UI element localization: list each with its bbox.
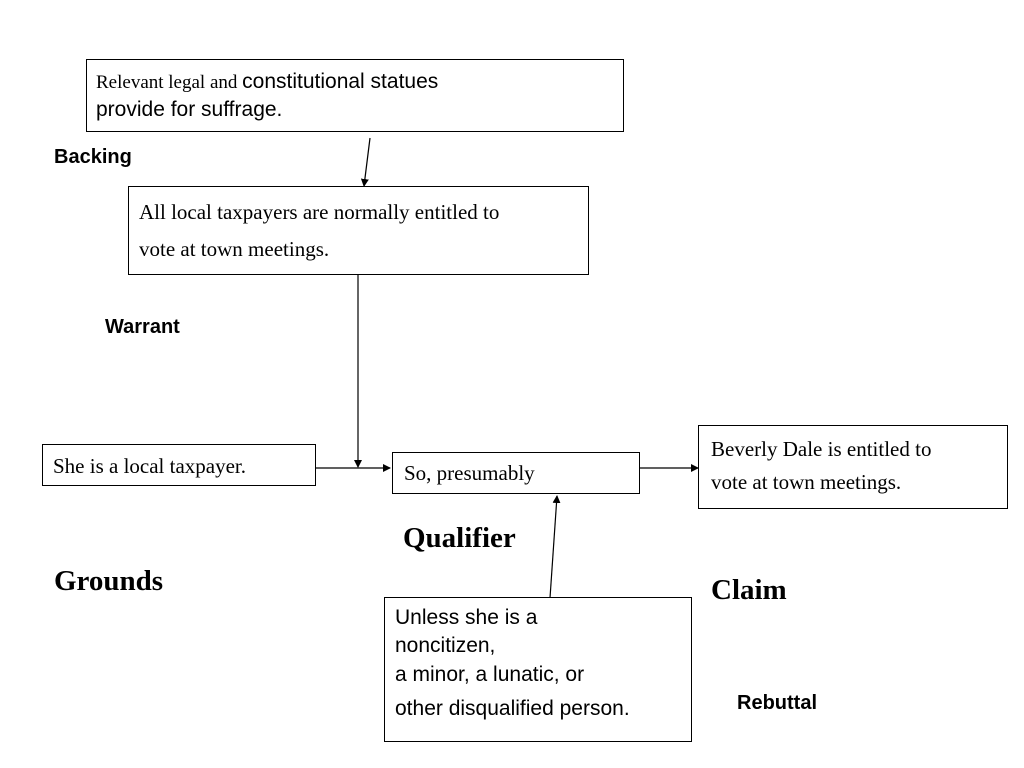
qualifier-label: Qualifier [403,522,516,554]
rebuttal-text-line4: other disqualified person. [395,697,630,720]
grounds-text: She is a local taxpayer. [53,454,247,478]
qualifier-text: So, presumably [404,461,535,485]
backing-text-sans: constitutional statues [242,70,439,93]
warrant-label: Warrant [105,316,180,338]
backing-text-serif: Relevant legal and [96,72,243,93]
backing-to-warrant-arrow [360,137,371,187]
warrant-box: All local taxpayers are normally entitle… [128,186,589,275]
rebuttal-text-line1: Unless she is a [395,606,538,629]
claim-box: Beverly Dale is entitled to vote at town… [698,425,1008,509]
backing-box: Relevant legal and constitutional statue… [86,59,624,132]
claim-label: Claim [711,574,787,606]
rebuttal-to-qualifier-arrow [549,495,561,599]
rebuttal-label: Rebuttal [737,692,817,714]
backing-text-line2: provide for suffrage. [96,98,283,121]
claim-text-line2: vote at town meetings. [711,470,902,494]
grounds-label: Grounds [54,565,164,597]
rebuttal-text-line3: a minor, a lunatic, or [395,663,585,686]
backing-label: Backing [54,146,132,168]
qualifier-box: So, presumably [392,452,640,494]
rebuttal-box: Unless she is a noncitizen, a minor, a l… [384,597,692,742]
warrant-text-line1: All local taxpayers are normally entitle… [139,200,500,224]
warrant-text-line2: vote at town meetings. [139,237,330,261]
grounds-box: She is a local taxpayer. [42,444,316,486]
claim-text-line1: Beverly Dale is entitled to [711,437,932,461]
rebuttal-text-line2: noncitizen, [395,634,496,657]
